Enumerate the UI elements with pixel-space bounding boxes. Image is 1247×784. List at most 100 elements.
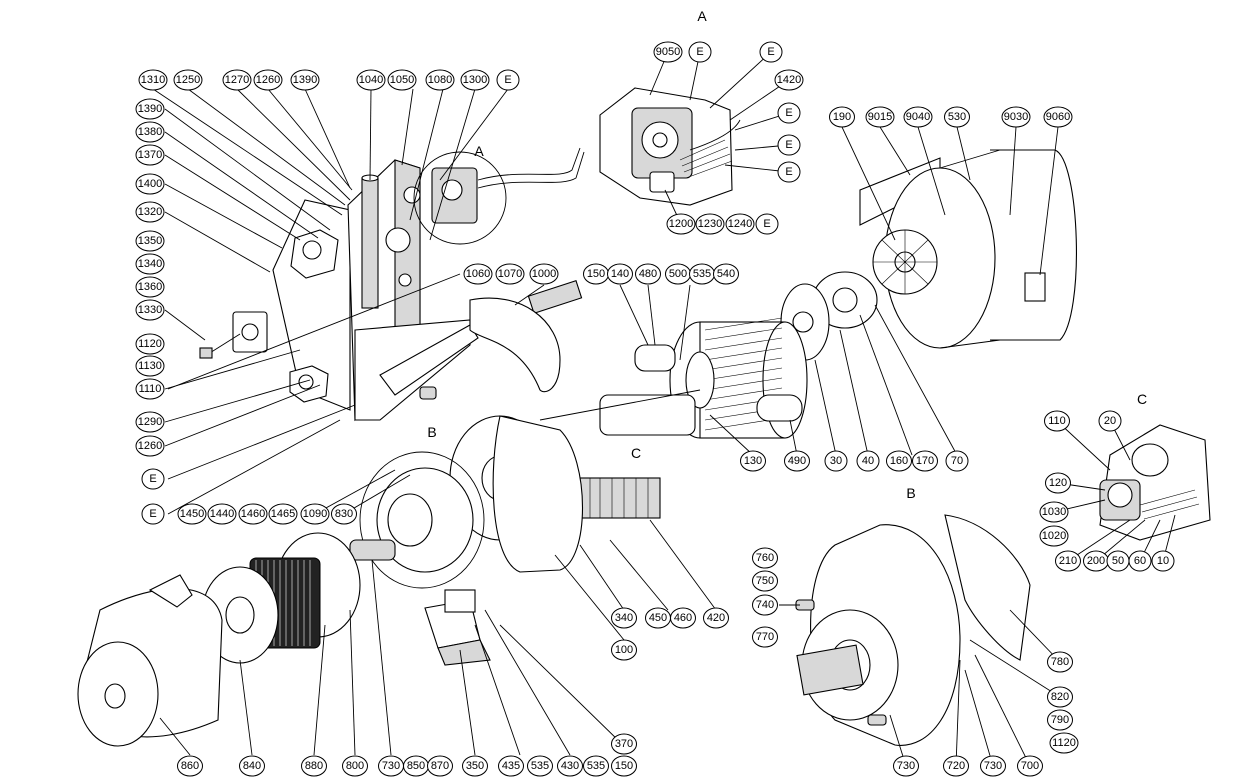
callout-530-49: 530 [944,106,970,128]
callout-label: 535 [531,760,549,772]
callout-1240-9: 1240 [725,213,755,235]
callout-10-68: 10 [1151,550,1175,572]
brake-housing [349,297,584,589]
callout-label: E [785,166,792,178]
callout-9015-47: 9015 [865,106,895,128]
callout-9030-50: 9030 [1001,106,1031,128]
callout-label: 190 [833,111,851,123]
callout-150-40: 150 [583,263,609,285]
callout-label: 1120 [1052,737,1076,749]
callout-500-43: 500 [665,263,691,285]
callout-60-67: 60 [1128,550,1152,572]
callout-label: 730 [897,760,915,772]
valve-detail-a [599,87,741,206]
brake-detail-b [795,514,1031,746]
callout-1310-11: 1310 [138,69,168,91]
callout-1330-29: 1330 [135,299,165,321]
callout-label: 9015 [868,111,892,123]
callout-label: 1300 [463,74,487,86]
callout-1320-25: 1320 [135,201,165,223]
callout-label: 20 [1104,415,1116,427]
callout-label: 9040 [906,111,930,123]
callout-1000-39: 1000 [529,263,559,285]
callout-label: 70 [951,455,963,467]
callout-label: 1420 [777,74,801,86]
callout-label: 1360 [138,281,162,293]
callout-350-95: 350 [462,755,488,777]
callout-label: 1400 [138,178,162,190]
callout-1260-14: 1260 [253,69,283,91]
callout-730-92: 730 [378,755,404,777]
callout-label: 150 [615,760,633,772]
callout-1060-37: 1060 [463,263,493,285]
callout-label: 1260 [138,440,162,452]
callout-label: 1310 [141,74,165,86]
callout-label: 760 [756,552,774,564]
callout-label: 1270 [225,74,249,86]
callout-label: 1380 [138,126,162,138]
rotor-shaft [527,280,803,519]
callout-label: 1000 [532,268,556,280]
callout-1400-24: 1400 [135,173,165,195]
callout-1340-27: 1340 [135,253,165,275]
callout-label: 540 [717,268,735,280]
callout-820-85: 820 [1047,686,1073,708]
callout-label: 700 [1021,760,1039,772]
callout-label: 1110 [139,383,162,395]
callout-label: 9050 [656,46,680,58]
callout-20-60: 20 [1098,410,1122,432]
callout-700-105: 700 [1017,755,1043,777]
callout-830-74: 830 [331,503,357,525]
callout-label: 370 [615,738,633,750]
callout-label: 1390 [293,74,317,86]
callout-label: 535 [693,268,711,280]
callout-label: 9030 [1004,111,1028,123]
callout-1040-16: 1040 [356,69,386,91]
section-label-b-detail: B [906,485,915,501]
callout-435-96: 435 [498,755,524,777]
callout-label: 730 [984,760,1002,772]
callout-1290-33: 1290 [135,411,165,433]
callout-label: 730 [382,760,400,772]
callout-label: E [504,74,511,86]
callout-150-101: 150 [611,755,637,777]
callout-160-56: 160 [886,450,912,472]
callout-label: 30 [830,455,842,467]
callout-label: 435 [502,760,520,772]
leader-lines [152,51,1176,767]
callout-535-99: 535 [583,755,609,777]
callout-30-54: 30 [824,450,848,472]
callout-1390-21: 1390 [135,98,165,120]
section-label-b-mid: B [427,424,436,440]
callout-label: E [785,139,792,151]
callout-870-94: 870 [427,755,453,777]
callout-label: 720 [947,760,965,772]
callout-210-64: 210 [1055,550,1081,572]
callout-1070-38: 1070 [495,263,525,285]
callout-490-53: 490 [784,450,810,472]
callout-label: 210 [1059,555,1077,567]
callout-label: 1440 [210,508,234,520]
callout-label: 140 [611,268,629,280]
callout-label: 1240 [728,218,752,230]
callout-535-44: 535 [689,263,715,285]
callout-label: 40 [862,455,874,467]
callout-label: 530 [948,111,966,123]
callout-label: 490 [788,455,806,467]
callout-label: 9060 [1046,111,1070,123]
callout-750-81: 750 [752,570,778,592]
callout-1110-32: 1110 [135,378,165,400]
callout-label: 100 [615,644,633,656]
callout-label: 1320 [138,206,162,218]
callout-880-90: 880 [301,755,327,777]
callout-540-45: 540 [713,263,739,285]
callout-label: 850 [407,760,425,772]
callout-label: 870 [431,760,449,772]
callout-label: 1390 [138,103,162,115]
callout-740-82: 740 [752,594,778,616]
callout-label: 860 [181,760,199,772]
callout-label: 1200 [669,218,693,230]
callout-label: 1350 [138,235,162,247]
callout-label: 740 [756,599,774,611]
